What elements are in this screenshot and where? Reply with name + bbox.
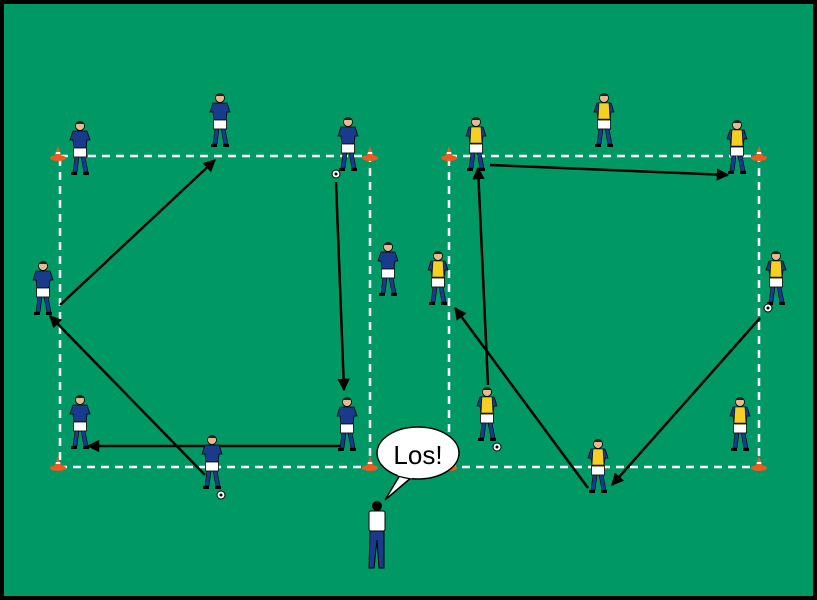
- player-blue: [32, 261, 54, 315]
- cone-icon: [362, 146, 378, 161]
- player-blue: [377, 242, 399, 296]
- player-yellow-bib: [726, 120, 748, 174]
- cone-icon: [751, 146, 767, 161]
- player-blue: [69, 395, 91, 449]
- player-blue: [201, 435, 223, 489]
- coach: [368, 501, 386, 569]
- coach-head: [372, 501, 382, 511]
- pass-arrow: [334, 181, 350, 392]
- cone-icon: [50, 456, 66, 471]
- coach-shirt: [368, 510, 386, 532]
- player-yellow-bib: [765, 251, 787, 305]
- players: [32, 93, 787, 500]
- player-yellow-bib: [729, 397, 751, 451]
- pitch: [4, 4, 813, 596]
- ball-icon: [331, 169, 341, 179]
- player-yellow-bib: [587, 439, 609, 493]
- pass-arrow: [49, 315, 206, 476]
- player-yellow-bib: [476, 387, 498, 441]
- player-blue: [69, 121, 91, 175]
- cone-icon: [50, 146, 66, 161]
- cone-icon: [751, 456, 767, 471]
- cone-icon: [441, 146, 457, 161]
- pass-arrows: [49, 159, 761, 489]
- player-blue: [336, 397, 358, 451]
- player-yellow-bib: [465, 117, 487, 171]
- ball-icon: [492, 442, 502, 452]
- pass-arrow: [611, 317, 761, 486]
- ball-icon: [763, 303, 773, 313]
- pass-arrow: [489, 163, 730, 181]
- pass-arrow: [453, 306, 590, 489]
- cone-icon: [362, 456, 378, 471]
- speech-bubble: Los!: [376, 426, 460, 501]
- player-blue: [337, 117, 359, 171]
- pass-arrow: [59, 159, 216, 306]
- coach-legs: [368, 530, 385, 569]
- player-yellow-bib: [427, 251, 449, 305]
- player-blue: [209, 93, 231, 147]
- player-yellow-bib: [593, 93, 615, 147]
- ball-icon: [216, 490, 226, 500]
- speech-text: Los!: [393, 440, 442, 470]
